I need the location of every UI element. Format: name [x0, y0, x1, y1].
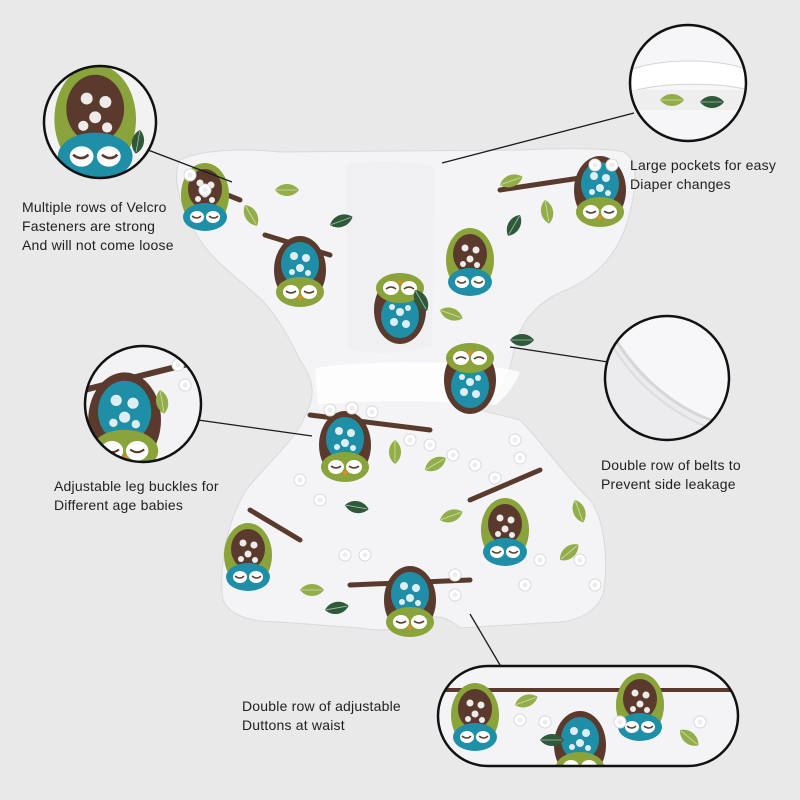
- velcro-annotation-line-1: Multiple rows of Velcro: [22, 199, 167, 215]
- leg-buckle-detail-callout: [83, 344, 203, 464]
- leg-annotation-line-1: Adjustable leg buckles for: [54, 478, 219, 494]
- belt-detail-callout: [603, 314, 731, 442]
- pocket-annotation: Large pockets for easy Diaper changes: [630, 156, 776, 194]
- waist-annotation-line-1: Double row of adjustable: [242, 698, 401, 714]
- pocket-annotation-line-2: Diaper changes: [630, 176, 731, 192]
- waist-annotation-line-2: Duttons at waist: [242, 717, 345, 733]
- velcro-annotation-line-2: Fasteners are strong: [22, 218, 156, 234]
- belt-annotation-line-1: Double row of belts to: [601, 457, 741, 473]
- diaper-body: [176, 148, 636, 638]
- leg-annotation-line-2: Different age babies: [54, 497, 184, 513]
- pocket-annotation-line-1: Large pockets for easy: [630, 157, 777, 173]
- leg-annotation: Adjustable leg buckles for Different age…: [54, 477, 219, 515]
- waist-detail-callout: [436, 664, 740, 768]
- velcro-detail-callout: [42, 64, 158, 180]
- callout-lines: [147, 112, 635, 666]
- waist-annotation: Double row of adjustable Duttons at wais…: [242, 697, 401, 735]
- belt-annotation: Double row of belts to Prevent side leak…: [601, 456, 741, 494]
- pocket-detail-callout: [628, 23, 748, 143]
- velcro-annotation-line-3: And will not come loose: [22, 237, 174, 253]
- velcro-annotation: Multiple rows of Velcro Fasteners are st…: [22, 198, 174, 255]
- belt-annotation-line-2: Prevent side leakage: [601, 476, 736, 492]
